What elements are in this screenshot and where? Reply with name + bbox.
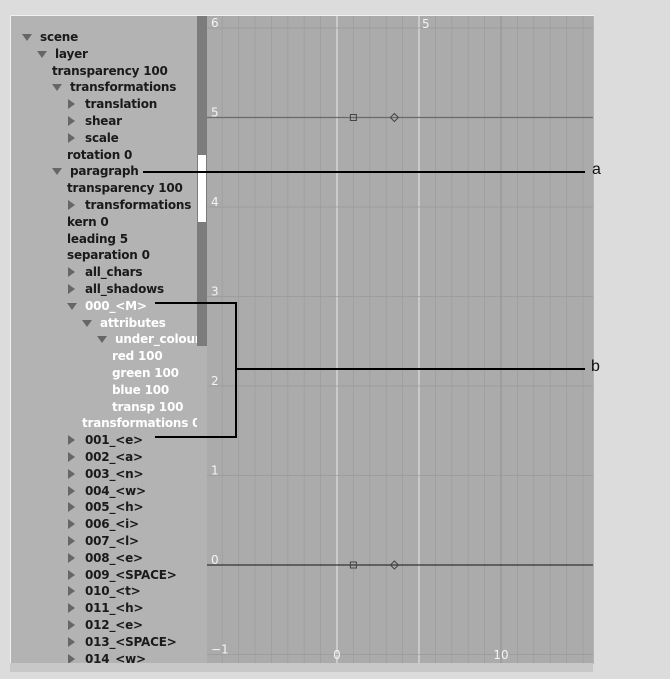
collapsed-arrow-icon[interactable] <box>68 519 75 530</box>
tree-item-label: 013_<SPACE> <box>85 634 177 649</box>
keyframe-square-icon <box>349 561 357 569</box>
keyframe-diamond-icon <box>389 112 400 123</box>
collapsed-arrow-icon[interactable] <box>68 653 75 663</box>
tree-item-label: leading 5 <box>67 231 128 246</box>
keyframe-square-icon <box>349 114 357 121</box>
y-tick-label: 3 <box>211 285 219 299</box>
tree-item-label: under_colour <box>115 332 197 347</box>
y-tick-label: −1 <box>211 643 229 657</box>
keyframe-diamond-icon <box>389 560 400 570</box>
collapsed-arrow-icon[interactable] <box>68 435 75 446</box>
expanded-arrow-icon[interactable] <box>22 34 32 41</box>
tree-item-label: 010_<t> <box>85 584 141 599</box>
y-tick-label: 2 <box>211 374 219 388</box>
tree-item-label: 006_<i> <box>85 517 139 532</box>
collapsed-arrow-icon[interactable] <box>68 132 75 143</box>
tree-item-label: 014_<w> <box>85 651 146 663</box>
expanded-arrow-icon[interactable] <box>82 319 92 327</box>
x-tick-label: 0 <box>333 648 341 662</box>
expanded-arrow-icon[interactable] <box>52 84 62 92</box>
tree-item-label: transparency 100 <box>52 63 168 78</box>
collapsed-arrow-icon[interactable] <box>68 603 75 614</box>
collapsed-arrow-icon[interactable] <box>68 569 75 580</box>
tree-item-label: scale <box>85 130 119 145</box>
collapsed-arrow-icon[interactable] <box>68 468 75 479</box>
tree-item-label: translation <box>85 97 158 112</box>
expanded-arrow-icon[interactable] <box>37 50 47 58</box>
callout-b-label: b <box>591 358 600 375</box>
y-tick-label: 5 <box>211 106 219 120</box>
tree-item-label: 012_<e> <box>85 618 143 632</box>
tree-item-label: 003_<n> <box>85 466 144 481</box>
tree-item-label: scene <box>40 30 79 44</box>
collapsed-arrow-icon[interactable] <box>68 267 75 278</box>
tree-item-label: transp 100 <box>112 399 184 414</box>
collapsed-arrow-icon[interactable] <box>68 99 75 110</box>
expanded-arrow-icon[interactable] <box>52 168 62 176</box>
tree-item-label: attributes <box>100 315 166 330</box>
tree-item-label: shear <box>85 114 122 128</box>
tree-item-label: transformations <box>70 80 177 95</box>
tree-item-label: all_shadows <box>85 282 164 296</box>
collapsed-arrow-icon[interactable] <box>68 200 75 210</box>
tree-item-label: 007_<l> <box>85 534 139 548</box>
tree-item-label: 009_<SPACE> <box>85 567 177 582</box>
callout-a-label: a <box>592 161 601 178</box>
expanded-arrow-icon[interactable] <box>67 302 77 310</box>
collapsed-arrow-icon[interactable] <box>68 452 75 462</box>
collapsed-arrow-icon[interactable] <box>68 284 75 294</box>
x-tick-label: 10 <box>493 648 508 662</box>
tree-item-label: 002_<a> <box>85 450 143 464</box>
collapsed-arrow-icon[interactable] <box>68 636 75 647</box>
y-tick-label: 0 <box>211 553 219 567</box>
tree-item-label: separation 0 <box>67 248 150 263</box>
tree-item-label: transparency 100 <box>67 181 183 196</box>
tree-item-label: layer <box>55 46 88 61</box>
horizontal-scrollbar[interactable] <box>10 663 593 672</box>
collapsed-arrow-icon[interactable] <box>68 502 75 513</box>
tree-item-label: rotation 0 <box>67 147 133 162</box>
tree-item-label: transformations 0 <box>82 416 197 431</box>
collapsed-arrow-icon[interactable] <box>68 116 75 126</box>
y-tick-label: 6 <box>211 16 219 30</box>
collapsed-arrow-icon[interactable] <box>68 536 75 546</box>
tree-item-label: 001_<e> <box>85 433 143 448</box>
tree-item-label: all_chars <box>85 265 143 280</box>
expanded-arrow-icon[interactable] <box>97 336 107 344</box>
tree-item-label: paragraph <box>70 164 139 179</box>
callout-b-bracket <box>155 302 237 438</box>
tree-item-label: 004_<w> <box>85 483 146 498</box>
collapsed-arrow-icon[interactable] <box>68 552 75 563</box>
tree-item-label: kern 0 <box>67 214 109 229</box>
collapsed-arrow-icon[interactable] <box>68 586 75 597</box>
tree-item-label: 008_<e> <box>85 550 143 565</box>
tree-item-label: blue 100 <box>112 382 170 397</box>
tree-item-label: transformations <box>85 198 192 212</box>
y-tick-label: 1 <box>211 464 219 478</box>
tree-item-label: red 100 <box>112 349 163 364</box>
tree-scrollbar-thumb[interactable] <box>198 155 206 222</box>
tree-item-label: green 100 <box>112 366 179 380</box>
y-tick-label: 4 <box>211 195 219 209</box>
x-tick-label-top: 5 <box>422 17 430 31</box>
collapsed-arrow-icon[interactable] <box>68 620 75 630</box>
tree-item-label: 005_<h> <box>85 500 144 515</box>
channel-tree: scene layer transparency 100 transformation… <box>10 16 197 663</box>
tree-item-label: 011_<h> <box>85 601 144 616</box>
tree-item-label: 000_<M> <box>85 298 147 313</box>
collapsed-arrow-icon[interactable] <box>68 485 75 496</box>
